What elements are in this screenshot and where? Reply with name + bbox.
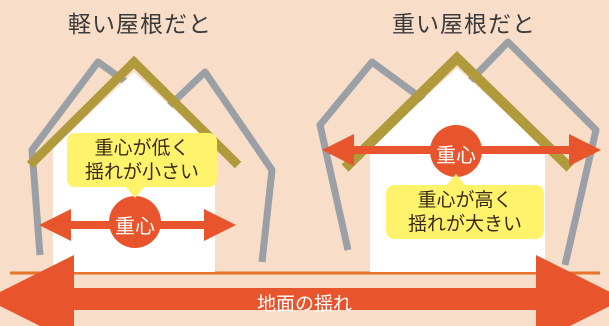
left-title: 軽い屋根だと [68,12,212,38]
right-callout: 重心が高く 揺れが大きい [386,185,544,239]
right-house-roof [341,51,574,172]
right-title: 重い屋根だと [392,12,536,38]
left-callout-line2: 揺れが小さい [84,161,199,183]
right-center-of-gravity [430,125,482,177]
right-callout-line2: 揺れが大きい [407,213,522,235]
left-callout-pointer [125,186,145,198]
left-center-of-gravity [109,196,161,248]
right-callout-line1: 重心が高く [417,189,513,211]
ground-shake-label: 地面の揺れ [256,293,352,315]
left-house-roof [26,55,242,169]
left-cog-label: 重心 [115,214,155,238]
left-callout: 重心が低く 揺れが小さい [67,133,217,187]
right-callout-pointer [446,174,466,186]
left-callout-line1: 重心が低く [94,137,190,159]
right-cog-label: 重心 [436,143,476,167]
